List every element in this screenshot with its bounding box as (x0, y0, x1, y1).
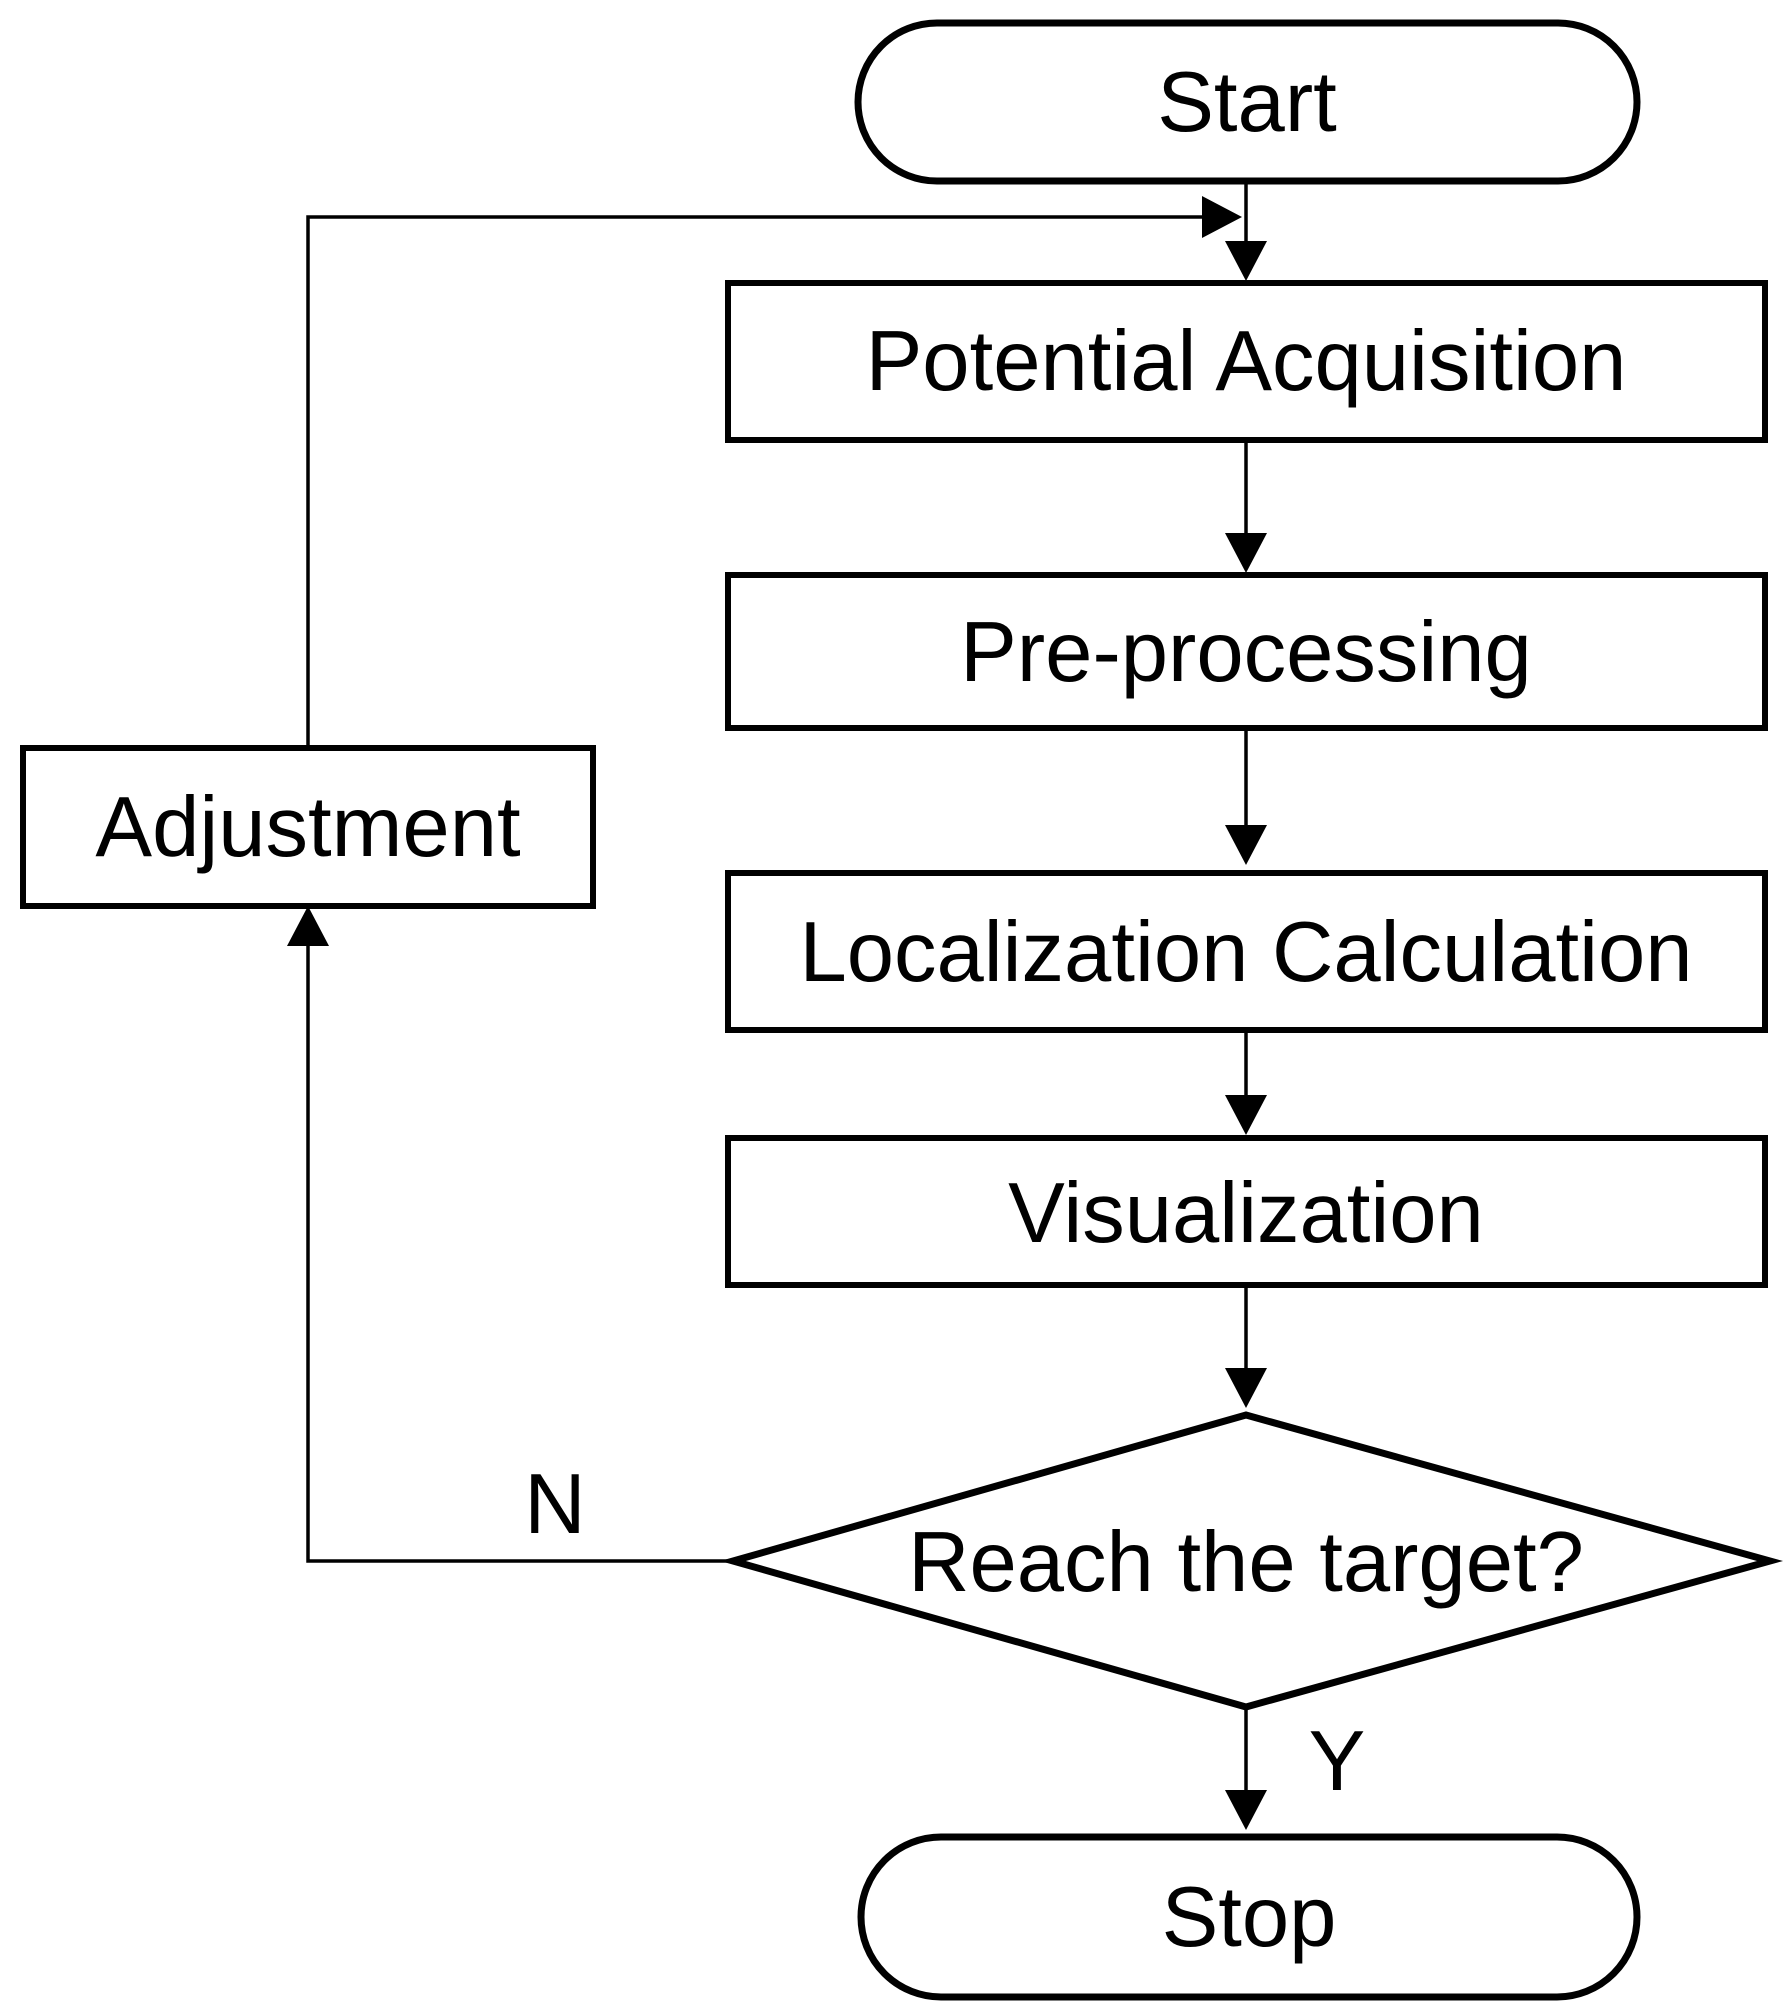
node-visualization (725, 1135, 1768, 1288)
node-localization-calculation (725, 870, 1768, 1033)
node-potential-acquisition (725, 280, 1768, 443)
node-adjustment (20, 745, 596, 909)
edge-decision-no-to-adjustment (306, 944, 733, 1563)
edge-label-no: N (524, 1457, 585, 1552)
edge-label-yes: Y (1309, 1714, 1366, 1809)
node-localization-calculation-label: Localization Calculation (799, 905, 1692, 1000)
node-reach-target-label: Reach the target? (908, 1515, 1584, 1610)
node-reach-target-decision (720, 1411, 1784, 1711)
node-visualization-label: Visualization (1008, 1166, 1484, 1261)
arrowhead-into-visualization (1225, 1095, 1267, 1135)
arrowhead-into-adjustment (287, 906, 329, 946)
node-pre-processing-label: Pre-processing (960, 605, 1532, 700)
node-start-label: Start (1157, 55, 1337, 150)
arrowhead-into-potential-acquisition (1225, 241, 1267, 281)
node-potential-acquisition-label: Potential Acquisition (866, 314, 1627, 409)
arrowhead-into-pre-processing (1225, 533, 1267, 573)
arrowhead-into-decision (1225, 1368, 1267, 1408)
arrowhead-into-localization (1225, 825, 1267, 865)
arrowhead-junction-right (1202, 196, 1242, 238)
arrowhead-into-stop (1225, 1790, 1267, 1830)
node-stop (857, 1833, 1641, 2001)
node-adjustment-label: Adjustment (95, 780, 520, 875)
node-start (854, 19, 1641, 185)
node-pre-processing (725, 572, 1768, 731)
node-stop-label: Stop (1162, 1870, 1337, 1965)
edge-adjustment-to-junction (306, 215, 1204, 748)
